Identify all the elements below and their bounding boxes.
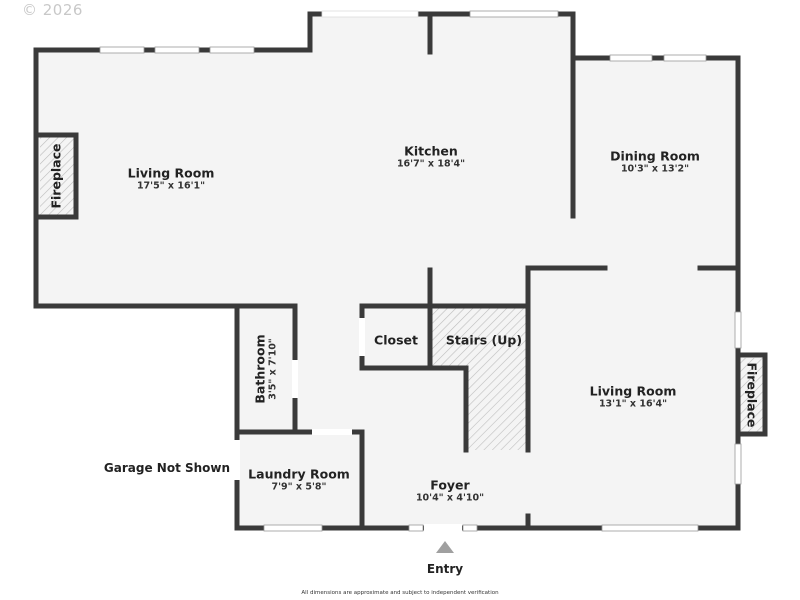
entry-label: Entry	[426, 562, 464, 576]
floor-area	[36, 14, 738, 528]
room-dimensions: 16'7" x 18'4"	[396, 158, 466, 170]
room-name: Closet	[374, 332, 418, 348]
room-closet: Closet	[374, 333, 418, 348]
fireplace-label: Fireplace	[744, 362, 760, 428]
room-dimensions: 7'9" x 5'8"	[271, 481, 327, 493]
room-name: Dining Room	[610, 148, 700, 164]
doors	[234, 318, 462, 532]
room-kitchen: Kitchen 16'7" x 18'4"	[397, 144, 465, 171]
room-living-room-east: Living Room 13'1" x 16'4"	[590, 384, 677, 411]
room-dimensions: 10'3" x 13'2"	[620, 163, 690, 175]
room-foyer: Foyer 10'4" x 4'10"	[416, 478, 484, 505]
fireplace-east: Fireplace	[745, 362, 760, 427]
fireplace-east-hatch	[740, 358, 764, 432]
room-name: Laundry Room	[248, 466, 350, 482]
room-name: Foyer	[430, 477, 470, 493]
room-name: Stairs (Up)	[445, 332, 523, 348]
room-name: Living Room	[127, 165, 215, 181]
room-laundry-room: Laundry Room 7'9" x 5'8"	[248, 467, 350, 494]
room-name: Bathroom	[252, 334, 268, 404]
windows	[99, 10, 742, 532]
copyright: © 2026	[22, 1, 83, 19]
fireplace-label: Fireplace	[48, 143, 64, 209]
room-name: Living Room	[589, 383, 677, 399]
room-dimensions: 17'5" x 16'1"	[136, 180, 206, 192]
room-dining-room: Dining Room 10'3" x 13'2"	[610, 149, 700, 176]
room-dimensions: 13'1" x 16'4"	[598, 398, 668, 410]
stairs-hatch	[430, 306, 526, 450]
room-dimensions: 3'5" x 7'10"	[267, 338, 279, 400]
fireplace-west: Fireplace	[49, 143, 64, 208]
fireplace-west-hatch	[40, 137, 74, 215]
entry-arrow-icon	[436, 541, 454, 553]
room-stairs: Stairs (Up)	[446, 333, 522, 348]
room-dimensions: 10'4" x 4'10"	[415, 492, 485, 504]
room-bathroom: Bathroom 3'5" x 7'10"	[253, 334, 280, 403]
garage-note: Garage Not Shown	[103, 461, 231, 475]
disclaimer: All dimensions are approximate and subje…	[301, 590, 499, 596]
room-living-room-west: Living Room 17'5" x 16'1"	[128, 166, 215, 193]
room-name: Kitchen	[404, 143, 458, 159]
